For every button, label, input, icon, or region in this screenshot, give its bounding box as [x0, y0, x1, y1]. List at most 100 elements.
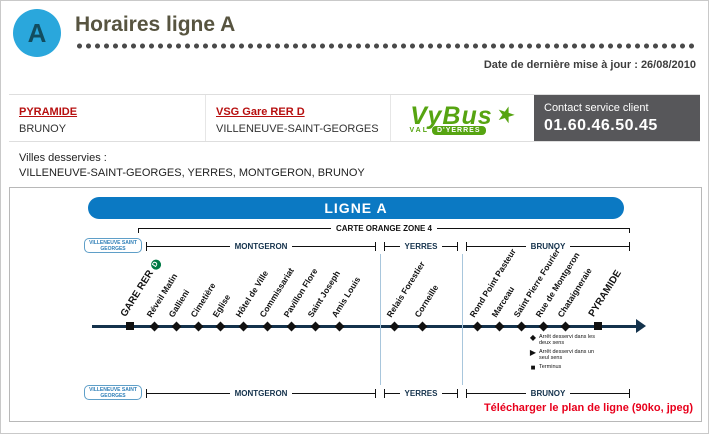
- vybus-network-name: D'YERRES: [431, 125, 486, 135]
- zone-label: YERRES: [404, 241, 438, 251]
- zone-segment-yerres: YERRES: [384, 388, 458, 398]
- vybus-brand-label: VyBus: [410, 101, 493, 130]
- terminus-marker: [594, 322, 602, 330]
- stop-marker: [310, 321, 321, 332]
- terminus-city-villeneuve: VILLENEUVE-SAINT-GEORGES: [216, 123, 379, 135]
- zone-line: [147, 392, 230, 394]
- legend: ◆Arrêt desservi dans les deux sens▶Arrêt…: [527, 334, 647, 374]
- legend-label: Arrêt desservi dans les deux sens: [539, 334, 595, 346]
- terminus-link-vsg-gare-rer-d[interactable]: VSG Gare RER D: [216, 106, 305, 118]
- zone-label: BRUNOY: [530, 241, 566, 251]
- legend-label: Terminus: [539, 364, 562, 370]
- rer-d-icon: D: [149, 257, 163, 272]
- terminus-marker: [126, 322, 134, 330]
- stop-label: PYRAMIDE: [586, 268, 624, 319]
- stop-label: Eglise: [211, 292, 233, 319]
- arrow-icon: ▶: [529, 348, 537, 357]
- zone-line: [570, 392, 630, 394]
- zone-line: [442, 392, 457, 394]
- zone-row-bottom: VILLENEUVE SAINT GEORGES MONTGERON YERRES B…: [10, 385, 701, 400]
- direction-arrow-icon: [636, 319, 646, 333]
- line-badge: A: [13, 9, 61, 57]
- stop-marker: [171, 321, 182, 332]
- zone-separator-line: [462, 254, 463, 385]
- zone-line: [385, 392, 400, 394]
- zone-line: [442, 245, 457, 247]
- zone-line: [570, 245, 630, 247]
- zone-edge-label: VILLENEUVE SAINT GEORGES: [84, 385, 142, 400]
- fare-zone-bracket: CARTE ORANGE ZONE 4: [138, 224, 631, 233]
- zone-label: MONTGERON: [234, 241, 288, 251]
- diamond-icon: ◆: [529, 333, 537, 342]
- zone-segment-brunoy: BRUNOY: [466, 241, 631, 251]
- last-update-date: Date de dernière mise à jour : 26/08/201…: [483, 59, 696, 71]
- bracket-line-left: [138, 228, 331, 233]
- contact-label: Contact service client: [544, 102, 649, 114]
- route-info-bar: PYRAMIDE BRUNOY VSG Gare RER D VILLENEUV…: [9, 94, 700, 142]
- zone-tick: [146, 388, 147, 398]
- zone-tick: [457, 241, 458, 251]
- zone-label: BRUNOY: [530, 388, 566, 398]
- zone-line: [467, 245, 526, 247]
- stop-marker: [417, 321, 428, 332]
- zone-line: [292, 392, 376, 394]
- stop-name: Corneille: [412, 282, 441, 319]
- square-icon: ■: [530, 363, 536, 372]
- stop-name: Eglise: [210, 292, 233, 319]
- download-line-map-link[interactable]: Télécharger le plan de ligne (90ko, jpeg…: [483, 402, 693, 414]
- bracket-line-right: [437, 228, 631, 233]
- zone-tick: [375, 388, 377, 398]
- zone-segment-montgeron: MONTGERON: [146, 388, 377, 398]
- legend-item: ■Terminus: [527, 363, 647, 372]
- vybus-network: VAL D'YERRES: [409, 125, 486, 135]
- zone-tick: [146, 241, 147, 251]
- fare-zone-label: CARTE ORANGE ZONE 4: [336, 224, 433, 233]
- zone-line: [147, 245, 230, 247]
- zone-tick: [466, 241, 467, 251]
- contact-service-box: Contact service client 01.60.46.50.45: [534, 95, 700, 141]
- zone-tick: [375, 241, 377, 251]
- bus-route-line: [92, 325, 638, 328]
- zone-segment-yerres: YERRES: [384, 241, 458, 251]
- stop-name: PYRAMIDE: [586, 268, 624, 319]
- stop-marker: [286, 321, 297, 332]
- zone-tick: [457, 388, 458, 398]
- stop-label: Corneille: [413, 283, 441, 319]
- stop-marker: [560, 321, 571, 332]
- stop-marker: [334, 321, 345, 332]
- zone-row-top: VILLENEUVE SAINT GEORGES MONTGERON YERRES B…: [10, 238, 701, 253]
- stop-marker: [472, 321, 483, 332]
- zone-edge-label: VILLENEUVE SAINT GEORGES: [84, 238, 142, 253]
- zone-label: YERRES: [404, 388, 438, 398]
- line-diagram: LIGNE A CARTE ORANGE ZONE 4 VILLENEUVE S…: [9, 187, 702, 422]
- zone-label: MONTGERON: [234, 388, 288, 398]
- zone-segment-brunoy: BRUNOY: [466, 388, 631, 398]
- terminus-city-brunoy: BRUNOY: [19, 123, 67, 135]
- vybus-brand-text: VyBus ★: [410, 101, 517, 130]
- legend-item: ▶Arrêt desservi dans un seul sens: [527, 348, 647, 362]
- zone-segment-montgeron: MONTGERON: [146, 241, 377, 251]
- terminus-cell-vsg: VSG Gare RER D VILLENEUVE-SAINT-GEORGES: [206, 95, 391, 141]
- stop-marker: [149, 321, 160, 332]
- zone-tick: [384, 388, 385, 398]
- stop-marker: [494, 321, 505, 332]
- star-icon: ★: [494, 102, 518, 128]
- served-cities-label: Villes desservies :: [19, 152, 107, 164]
- zone-tick: [466, 388, 467, 398]
- zone-tick: [384, 241, 385, 251]
- zone-separator-line: [380, 254, 381, 385]
- stop-marker: [389, 321, 400, 332]
- legend-item: ◆Arrêt desservi dans les deux sens: [527, 333, 647, 347]
- stop-name: Gallieni: [166, 287, 192, 319]
- vybus-network-val: VAL: [409, 126, 429, 134]
- line-name-banner: LIGNE A: [88, 197, 624, 219]
- dotted-divider: [75, 42, 696, 50]
- stop-marker: [538, 321, 549, 332]
- stop-marker: [262, 321, 273, 332]
- stop-marker: [215, 321, 226, 332]
- vybus-logo: VyBus ★ VAL D'YERRES: [391, 95, 534, 141]
- stop-label: Gallieni: [167, 288, 192, 319]
- terminus-link-pyramide[interactable]: PYRAMIDE: [19, 106, 78, 118]
- contact-phone-number: 01.60.46.50.45: [544, 117, 658, 134]
